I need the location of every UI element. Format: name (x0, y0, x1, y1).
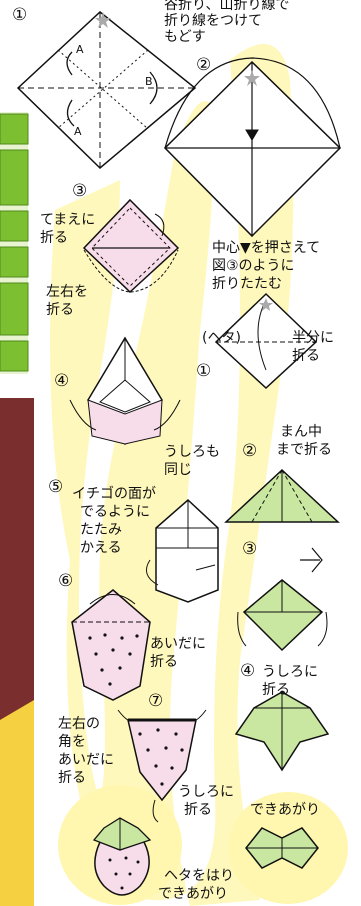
sidebar-bar (0, 340, 29, 372)
sidebar-bar (0, 282, 29, 336)
calyx-c4-note-line1: うしろに (262, 664, 318, 680)
step3-front-line1: てまえに (40, 212, 96, 228)
step1-square (16, 11, 197, 170)
final-strawberry (92, 817, 152, 896)
step6-shape (71, 589, 151, 701)
calyx-c1-note-line1: 半分に (292, 330, 334, 346)
star-icon (259, 298, 273, 311)
step7-shape (117, 709, 207, 823)
calyx-c2-note-line1: まん中 (280, 424, 322, 440)
final-note-line2: できあがり (158, 886, 228, 902)
step5-note-line3: たたみ (80, 522, 122, 538)
calyx-step2 (224, 468, 340, 523)
fold-label-a-bottom: A (74, 125, 82, 138)
calyx-c1-note-line2: 折る (292, 348, 320, 364)
calyx-c2-note-line2: まで折る (276, 442, 332, 458)
step-7-marker: ⑦ (148, 691, 164, 711)
calyx-step-2-marker: ② (242, 441, 258, 461)
step-2-marker: ② (196, 55, 212, 75)
sidebar-bar (0, 210, 29, 242)
final-note-line1: ヘタをはり (164, 868, 234, 884)
step-3-marker: ③ (72, 181, 88, 201)
step3-sides-line1: 左右を (46, 284, 88, 300)
step7-back-line1: うしろに (178, 784, 234, 800)
calyx-step3 (237, 547, 328, 652)
calyx-title: (ヘタ) (202, 330, 241, 346)
step4-note-line1: うしろも (164, 444, 220, 460)
step6-note-line1: あいだに (150, 636, 206, 652)
step5-note-line1: イチゴの面が (72, 486, 156, 502)
calyx-done: できあがり (250, 802, 320, 818)
step7-corners-line4: 折る (58, 770, 86, 786)
calyx-step1 (214, 292, 318, 390)
step1-note-line3: もどす (164, 29, 206, 45)
step3-sides-line2: 折る (46, 302, 74, 318)
calyx-step-4-marker: ④ (240, 661, 256, 681)
step5-note-line2: でるように (80, 504, 150, 520)
step2-square (163, 57, 342, 238)
step-1-marker: ① (12, 5, 28, 25)
step3-front-line2: 折る (40, 230, 68, 246)
step1-note-line1: 谷折り、山折り線で (164, 0, 290, 13)
step7-corners-line2: 角を (58, 734, 86, 750)
step1-note-line2: 折り線をつけて (164, 13, 262, 29)
calyx-final (245, 827, 319, 869)
sidebar-bar (0, 113, 29, 145)
sidebar-bar (0, 149, 29, 206)
fold-label-a-top: A (76, 43, 84, 56)
step2-note-line2: 図③のように (212, 258, 295, 274)
calyx-step4 (234, 691, 330, 772)
calyx-step-1-marker: ① (196, 361, 212, 381)
step7-corners-line1: 左右の (58, 716, 100, 732)
fold-label-b: B (145, 75, 153, 88)
step7-back-line2: 折る (184, 802, 212, 818)
yellow-wedge (0, 700, 34, 906)
step2-note-line3: 折りたたむ (212, 276, 282, 292)
calyx-c4-note-line2: 折る (262, 682, 290, 698)
step6-note-line2: 折る (150, 654, 178, 670)
step5-note-line4: かえる (80, 540, 122, 556)
step4-shape (69, 336, 181, 446)
sidebar-bar (0, 246, 29, 278)
step-4-marker: ④ (54, 371, 70, 391)
calyx-step-3-marker: ③ (242, 539, 258, 559)
step2-note-line1: 中心▼を押さえて (212, 240, 321, 256)
step-5-marker: ⑤ (48, 477, 64, 497)
star-icon (95, 12, 111, 28)
step7-corners-line3: あいだに (58, 752, 114, 768)
star-icon (244, 70, 260, 86)
step-6-marker: ⑥ (58, 571, 74, 591)
step3-base (82, 198, 180, 294)
step4-note-line2: 同じ (164, 462, 192, 478)
step5-shape (145, 498, 219, 603)
